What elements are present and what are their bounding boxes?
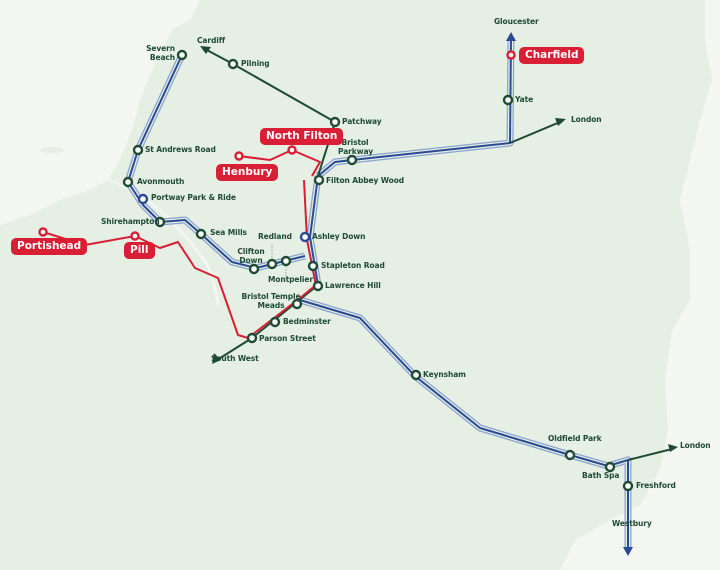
station-sea-mills: Sea Mills bbox=[210, 228, 247, 237]
station-ashley-down: Ashley Down bbox=[312, 232, 366, 241]
station-filton-abbey-wood: Filton Abbey Wood bbox=[326, 176, 405, 185]
station-bath-spa: Bath Spa bbox=[582, 471, 620, 480]
arrow-london-north-icon bbox=[555, 118, 566, 126]
new-station-charfield: Charfield bbox=[519, 47, 585, 64]
station-oldfield-park: Oldfield Park bbox=[548, 434, 602, 443]
station-freshford: Freshford bbox=[636, 481, 676, 490]
station-parson-street: Parson Street bbox=[259, 334, 316, 343]
destination-gloucester: Gloucester bbox=[494, 17, 539, 26]
destination-westbury: Westbury bbox=[612, 519, 652, 528]
station-patchway: Patchway bbox=[342, 117, 382, 126]
station-avonmouth: Avonmouth bbox=[137, 177, 185, 186]
station-redland: Redland bbox=[258, 232, 292, 241]
heavy-rail-lines bbox=[124, 37, 632, 550]
station-stapleton-road: Stapleton Road bbox=[321, 261, 385, 270]
station-shirehampton: Shirehampton bbox=[101, 217, 160, 226]
station-yate: Yate bbox=[515, 95, 534, 104]
new-station-henbury: Henbury bbox=[216, 164, 279, 181]
station-markers bbox=[122, 49, 634, 492]
station-keynsham: Keynsham bbox=[423, 370, 466, 379]
station-lawrence-hill: Lawrence Hill bbox=[325, 281, 381, 290]
arrow-cardiff-icon bbox=[200, 46, 211, 54]
station-montpelier: Montpelier bbox=[268, 275, 313, 284]
new-station-portishead: Portishead bbox=[11, 238, 88, 255]
station-bristol-temple-meads: Bristol Temple Meads bbox=[241, 292, 301, 310]
destination-london-north: London bbox=[571, 115, 602, 124]
destination-south-west: South West bbox=[211, 354, 259, 363]
station-bedminster: Bedminster bbox=[283, 317, 331, 326]
destination-cardiff: Cardiff bbox=[197, 36, 226, 45]
severn-estuary bbox=[0, 0, 200, 225]
station-pilning: Pilning bbox=[241, 59, 270, 68]
arrow-london-east-icon bbox=[668, 444, 678, 452]
destination-london-east: London bbox=[680, 441, 711, 450]
new-station-pill: Pill bbox=[124, 242, 155, 259]
station-severn-beach: Severn Beach bbox=[146, 44, 175, 62]
station-st-andrews-road: St Andrews Road bbox=[145, 145, 216, 154]
arrow-south-west-icon bbox=[212, 353, 221, 364]
station-clifton-down: Clifton Down bbox=[237, 247, 265, 265]
eastern-edge bbox=[560, 0, 720, 570]
arrow-westbury-icon bbox=[623, 547, 633, 556]
station-bristol-parkway: Bristol Parkway bbox=[338, 138, 373, 156]
arrow-gloucester-icon bbox=[506, 32, 516, 41]
station-portway-park-and-ride: Portway Park & Ride bbox=[151, 193, 236, 202]
new-station-north-filton: North Filton bbox=[260, 128, 344, 145]
